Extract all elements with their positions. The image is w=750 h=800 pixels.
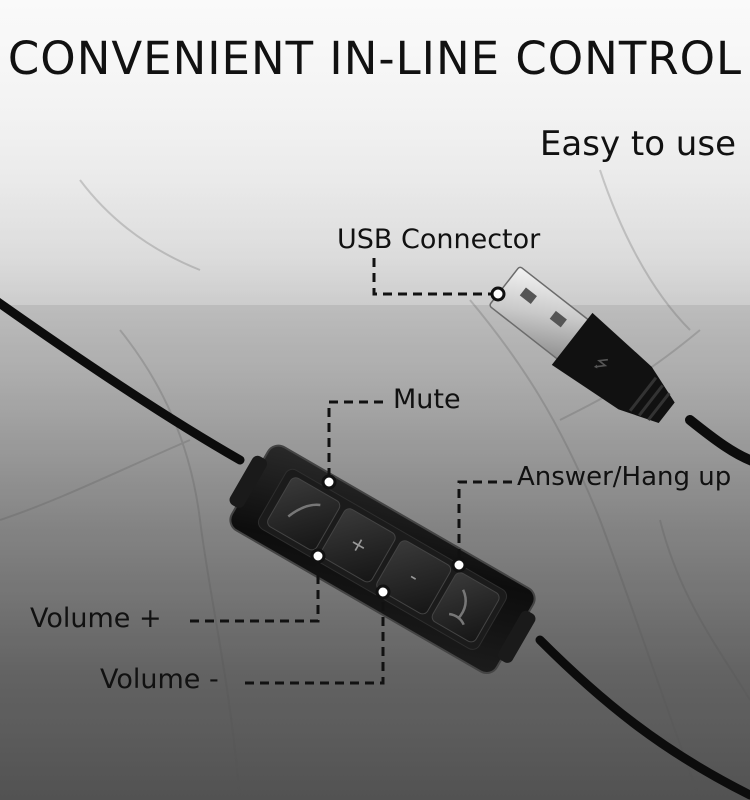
usb-pin-hole [549,310,567,328]
control-cap-left [229,455,267,508]
mute-dot [321,474,337,490]
volume-up-button [320,508,396,583]
answer-hangup-label: Answer/Hang up [517,462,732,492]
usb-leader [372,258,498,296]
fog-overlay [0,0,750,300]
volume-down-button [376,540,452,615]
usb-pin-hole [519,287,537,305]
tree-branches [0,169,750,800]
usb-connector-label: USB Connector [337,224,541,255]
mute-label: Mute [393,384,461,415]
volume-up-label: Volume + [30,603,162,634]
mute-button [267,477,341,551]
cable-usb [685,415,750,466]
answer-dot [451,557,467,573]
cable-left [0,298,245,465]
volume-up-leader [190,556,320,623]
volume-up-dot [310,548,326,564]
volume-down-leader [245,592,385,685]
volume-down-label: Volume - [100,664,219,695]
page-title: CONVENIENT IN-LINE CONTROL [7,32,743,85]
mute-leader [327,400,383,482]
inline-control: + - [229,444,536,675]
phone-icon [448,589,467,626]
control-cap-right [498,610,536,663]
answer-leader [457,480,512,565]
usb-strain-relief [628,376,671,421]
volume-down-dot [375,584,391,600]
usb-dot [490,286,506,302]
page-subtitle: Easy to use [539,124,736,164]
callout-dots [310,286,506,600]
usb-connector: ⭍ [489,266,675,423]
mute-icon [287,503,321,518]
callout-lines [190,258,512,685]
cable-bottom [535,635,750,800]
